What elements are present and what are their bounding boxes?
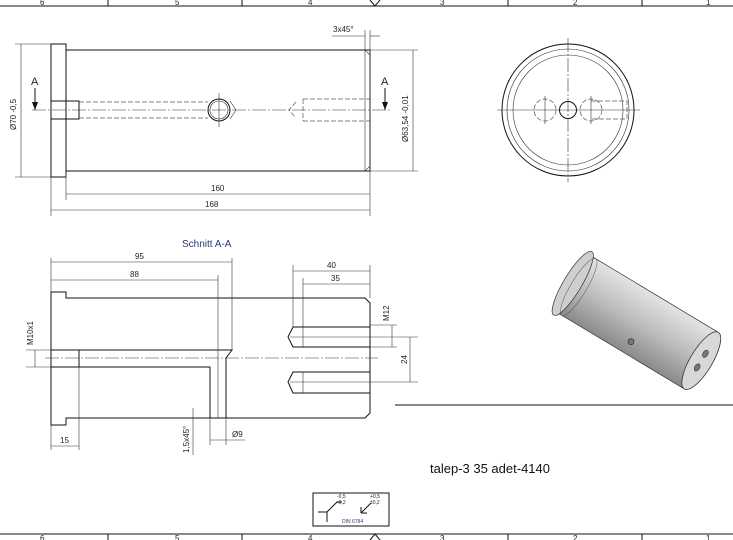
end-view [497,38,640,182]
zone-label: 5 [175,0,180,7]
section-marker-left: A [31,76,39,88]
tolerance: +0,5 [370,494,380,500]
zone-label: 4 [308,0,313,7]
section-title: Schnitt A-A [182,239,232,250]
front-view: A A 3x45° Ø70 -0,5 Ø63,54 -0,01 160 168 [9,25,418,216]
dim-dia9: Ø9 [232,430,243,439]
zone-label: 5 [175,534,180,540]
dim-95: 95 [135,252,144,261]
edge-condition-symbol: -0,5 -0,2 +0,5 ±0,2 DIN 6784 [312,492,390,527]
dim-m10: M10x1 [26,320,35,345]
dim-15: 15 [60,436,69,445]
dim-chamfer-section: 1,5x45° [182,426,191,453]
tolerance: -0,2 [337,500,346,506]
zone-label: 2 [573,0,578,7]
section-view: Schnitt A-A [26,239,418,455]
dim-m12: M12 [382,305,391,321]
tolerance: -0,5 [337,494,346,500]
dim-chamfer: 3x45° [333,25,354,34]
zone-label: 3 [440,534,445,540]
isometric-view [551,250,722,390]
zone-label: 6 [40,534,45,540]
dim-length-168: 168 [205,200,219,209]
dim-24: 24 [400,355,409,364]
zone-label: 3 [440,0,445,7]
din-standard: DIN 6784 [342,519,363,525]
dim-35: 35 [331,274,340,283]
section-marker-right: A [381,76,389,88]
dim-88: 88 [130,270,139,279]
zone-label: 6 [40,0,45,7]
zone-label: 1 [706,0,711,7]
zone-label: 1 [706,534,711,540]
dim-length-160: 160 [211,184,225,193]
dim-40: 40 [327,261,336,270]
tolerance: ±0,2 [370,500,380,506]
zone-label: 4 [308,534,313,540]
order-note: talep-3 35 adet-4140 [430,461,550,476]
zone-label: 2 [573,534,578,540]
dim-body-diameter: Ø63,54 -0,01 [401,95,410,142]
dim-flange-diameter: Ø70 -0,5 [9,98,18,130]
